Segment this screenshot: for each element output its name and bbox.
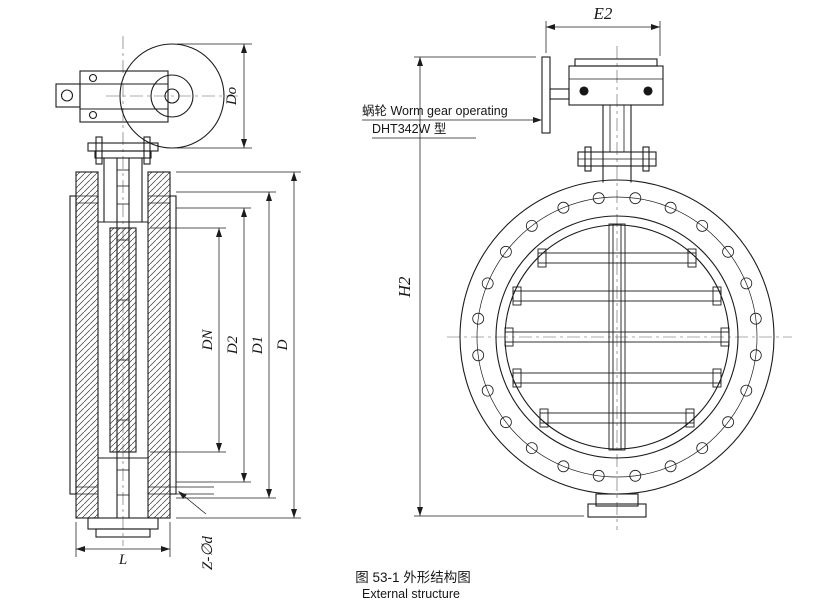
disc-stem — [608, 223, 626, 451]
gearbox-front — [568, 65, 664, 106]
gear-note-line2: DHT342W 型 — [372, 122, 446, 136]
gasket-face-left — [69, 195, 77, 495]
gearbox-bolt-right — [643, 86, 653, 96]
figure-caption: 图 53-1 外形结构图 — [355, 570, 471, 585]
bolt-holes-front — [472, 192, 762, 482]
dim-label-d1: D1 — [250, 336, 266, 355]
gasket-face-right — [169, 195, 177, 495]
gear-shaft-circle — [164, 88, 180, 104]
flange-right-section — [147, 171, 171, 519]
gearbox-bolt-left — [579, 86, 589, 96]
side-view — [55, 43, 225, 538]
dim-label-h2: H2 — [395, 276, 414, 298]
input-shaft-circle — [60, 89, 74, 102]
disc-section — [109, 227, 137, 453]
gearbox-body — [79, 70, 169, 123]
dimension-lines-front — [362, 21, 661, 517]
dim-label-e2: E2 — [593, 4, 613, 23]
valve-body-section — [69, 157, 177, 538]
gear-housing-circle — [119, 43, 225, 149]
dim-label-dn: DN — [200, 329, 216, 352]
labels: Do DN D2 D1 D L Z-∅d E2 H2 蜗轮 Worm gear … — [118, 4, 613, 601]
gear-note-line1: 蜗轮 Worm gear operating — [362, 103, 508, 118]
disc-front — [504, 223, 730, 451]
gearbox-top-plate — [574, 58, 658, 67]
mount-stud-left — [95, 136, 103, 165]
dim-label-bolt-spec: Z-∅d — [200, 536, 216, 570]
worm-gear-actuator-side — [55, 43, 225, 223]
dim-label-l: L — [118, 552, 127, 568]
handwheel-edge — [541, 56, 551, 134]
dimension-arrows-side — [76, 44, 297, 552]
dim-label-d2: D2 — [225, 335, 241, 355]
dim-label-do: Do — [224, 86, 240, 106]
input-shaft-housing — [55, 83, 81, 108]
mount-stud-right — [143, 136, 151, 165]
flange-bolt-holes-side — [75, 195, 171, 495]
bottom-trunnion — [587, 493, 647, 518]
handwheel-shaft — [549, 88, 570, 100]
dimension-lines-side — [75, 43, 301, 557]
front-view — [459, 56, 775, 518]
dimension-arrows-front — [417, 24, 660, 516]
figure-subtitle: External structure — [362, 587, 460, 601]
dim-label-d: D — [275, 339, 291, 351]
bolt-circle — [476, 196, 758, 478]
worm-gear-actuator-front — [541, 56, 664, 183]
stem-joints — [116, 169, 130, 496]
flange-left-section — [75, 171, 99, 519]
raised-face-circle — [495, 215, 739, 459]
gear-hub-circle — [150, 74, 194, 118]
